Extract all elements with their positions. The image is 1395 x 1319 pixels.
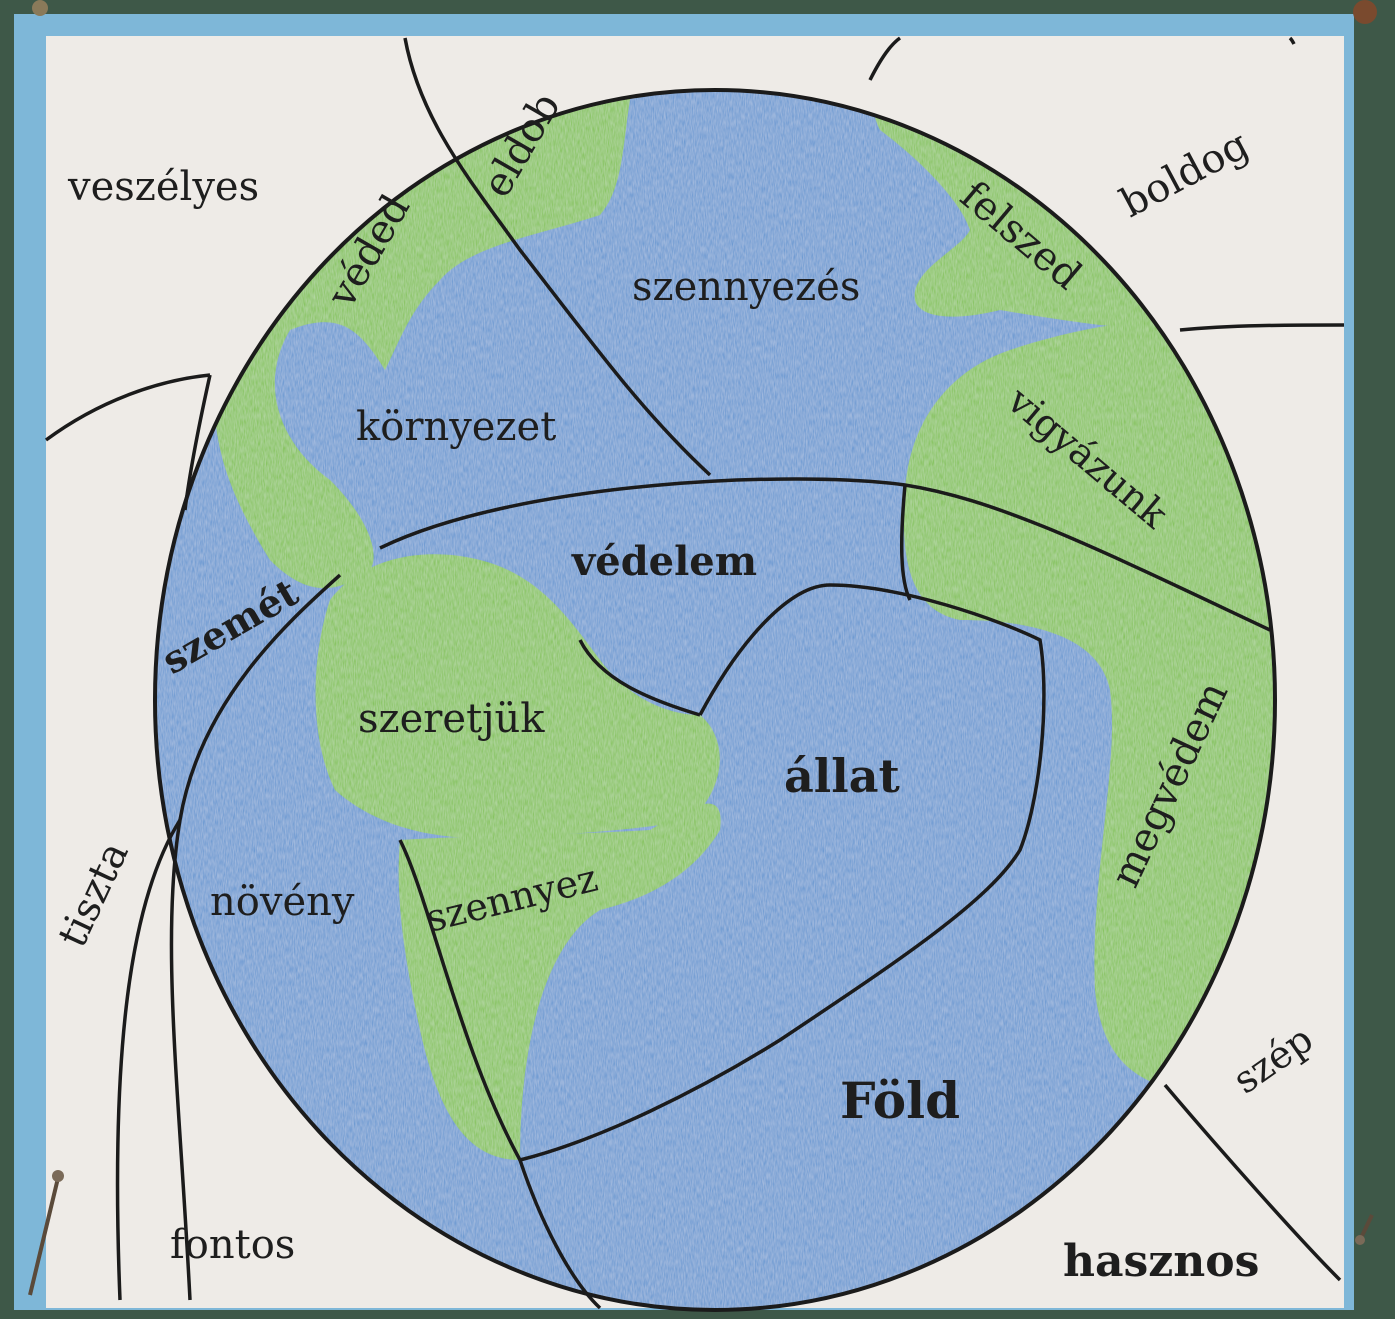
- word-fold: Föld: [840, 1071, 960, 1130]
- word-vedelem: védelem: [571, 538, 757, 585]
- pin-icon: [1353, 0, 1377, 24]
- word-hasznos: hasznos: [1063, 1236, 1259, 1287]
- word-veszelyes: veszélyes: [67, 164, 259, 210]
- pin-icon: [28, 1170, 64, 1296]
- word-noveny: növény: [210, 879, 355, 925]
- word-szeretjuk: szeretjük: [358, 696, 545, 742]
- word-kornyezet: környezet: [356, 404, 556, 450]
- globe-outline: [153, 88, 1277, 1312]
- word-fontos: fontos: [170, 1222, 295, 1268]
- pin-icon: [1355, 1214, 1374, 1245]
- continent-east: [903, 320, 1275, 1090]
- continent-middle: [315, 554, 720, 839]
- pin-icon: [32, 0, 48, 16]
- word-allat: állat: [784, 749, 901, 803]
- word-szennyezes: szennyezés: [632, 264, 860, 310]
- puzzle-lines: [44, 36, 1345, 1310]
